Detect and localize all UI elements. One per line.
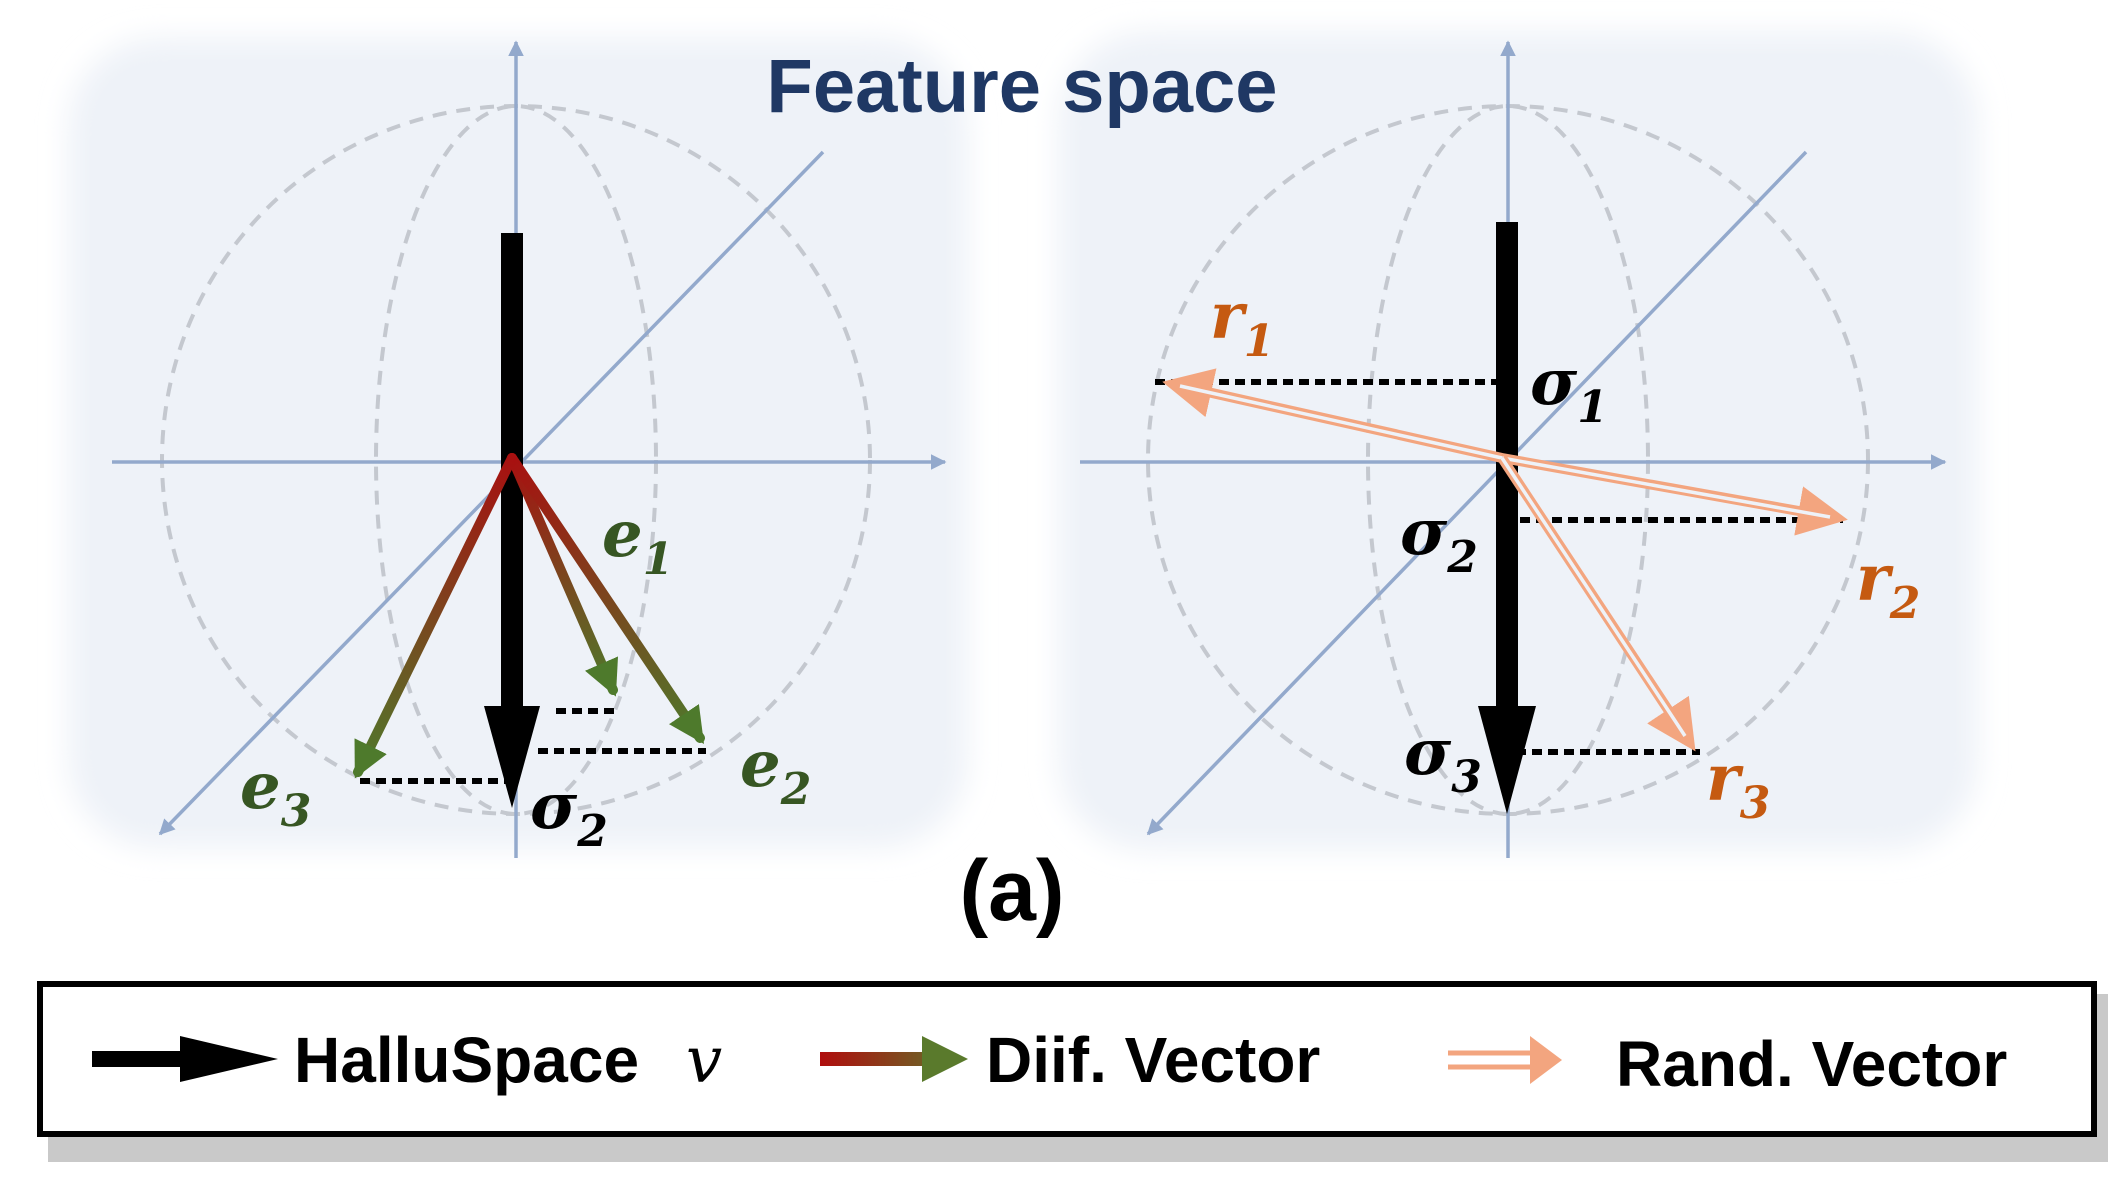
feature-space-title: Feature space bbox=[766, 44, 1277, 129]
svg-text:HalluSpace: HalluSpace bbox=[294, 1024, 639, 1096]
right-z-axis bbox=[1146, 150, 1808, 836]
legend-symbol-v: v bbox=[686, 1024, 722, 1098]
black-arrow-icon bbox=[92, 1036, 278, 1082]
label-r1: r1 bbox=[1210, 279, 1274, 367]
left-panel: e1 e2 e3 σ2 bbox=[112, 40, 947, 858]
label-sigma3: σ3 bbox=[1404, 715, 1482, 803]
legend-label-rand-vector: Rand. Vector bbox=[1616, 1028, 2007, 1100]
diff-vector-e3 bbox=[353, 453, 517, 779]
right-rand-vectors bbox=[1162, 368, 1848, 752]
rand-vector-r3 bbox=[1497, 455, 1696, 752]
left-projection-lines bbox=[360, 708, 706, 784]
label-r3: r3 bbox=[1706, 741, 1770, 829]
legend-item-halluspace: HalluSpace v bbox=[92, 1024, 722, 1098]
legend-label-diff-vector: Diif. Vector bbox=[986, 1024, 1320, 1096]
legend-item-diff-vector: Diif. Vector bbox=[820, 1024, 1320, 1096]
diff-vector-e1 bbox=[507, 453, 619, 697]
label-left-sigma2: σ2 bbox=[530, 769, 608, 857]
rand-vector-r1 bbox=[1162, 368, 1504, 463]
diff-vector-e2 bbox=[507, 453, 705, 744]
left-diff-vectors bbox=[353, 453, 705, 779]
legend: HalluSpace v Diif. Vector Rand. Vector bbox=[37, 981, 2108, 1162]
legend-item-rand-vector: Rand. Vector bbox=[1448, 1028, 2007, 1100]
label-e3: e3 bbox=[240, 749, 311, 837]
label-r2: r2 bbox=[1856, 541, 1920, 629]
gradient-arrow-icon bbox=[820, 1036, 968, 1082]
label-right-sigma2: σ2 bbox=[1400, 495, 1478, 583]
right-panel: r1 r2 r3 σ1 σ2 σ3 bbox=[1080, 40, 1947, 858]
label-sigma1: σ1 bbox=[1530, 345, 1608, 433]
label-e2: e2 bbox=[740, 727, 811, 815]
left-halluspace-vector bbox=[484, 233, 540, 808]
legend-label-halluspace: HalluSpace bbox=[294, 1024, 639, 1096]
caption-a: (a) bbox=[959, 843, 1064, 939]
double-line-arrow-icon bbox=[1448, 1036, 1562, 1084]
label-e1: e1 bbox=[602, 497, 673, 585]
legend-box bbox=[37, 981, 2097, 1137]
rand-vector-r2 bbox=[1501, 453, 1848, 536]
